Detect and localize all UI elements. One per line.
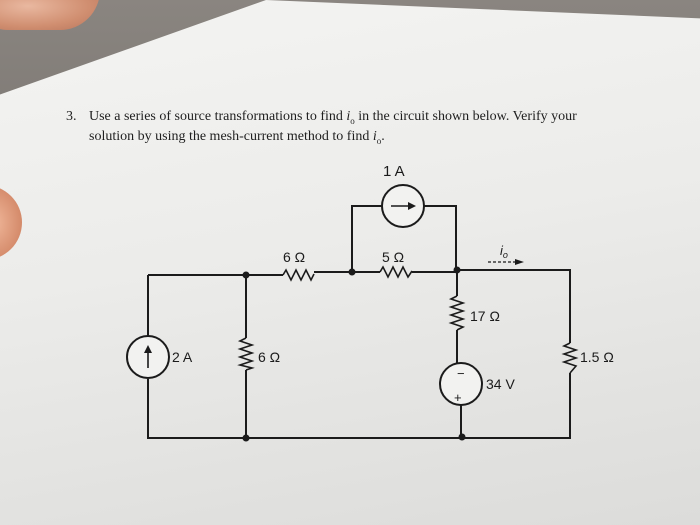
voltage-plus-sign: + <box>454 390 462 405</box>
label-1p5ohm: 1.5 Ω <box>580 349 614 365</box>
resistor-6ohm-top <box>282 268 315 282</box>
label-1a: 1 A <box>383 163 405 180</box>
voltage-source-34v: − + <box>439 362 483 406</box>
label-5ohm: 5 Ω <box>382 249 404 265</box>
label-io: io <box>500 243 508 260</box>
label-34v: 34 V <box>486 376 515 392</box>
label-6ohm-vertical: 6 Ω <box>258 349 280 365</box>
problem-line1-sub: o <box>350 115 355 126</box>
problem-line1-var: i <box>346 109 351 124</box>
wire-1a-left <box>351 205 382 272</box>
finger-left <box>0 185 22 260</box>
problem-line2-var: i <box>372 129 377 144</box>
problem-line1-end: in the circuit shown below. Verify your <box>358 109 577 124</box>
current-source-2a <box>126 335 170 379</box>
current-arrow-io <box>488 259 524 265</box>
current-source-1a <box>381 184 425 228</box>
node-dot <box>242 271 250 279</box>
node-dot <box>348 268 356 276</box>
label-2a: 2 A <box>172 349 193 365</box>
voltage-minus-sign: − <box>457 366 465 381</box>
wire-bottom-right <box>462 373 571 439</box>
problem-line2-sub: o <box>376 135 382 146</box>
problem-text-line-1: Use a series of source transformations t… <box>89 109 577 126</box>
problem-line1-start: Use a series of source transformations t… <box>89 109 343 124</box>
wire-left-bottom <box>147 379 462 439</box>
problem-number: 3. <box>66 109 77 124</box>
resistor-5ohm <box>379 265 413 279</box>
problem-text-line-2: solution by using the mesh-current metho… <box>89 129 385 146</box>
node-dot <box>453 266 461 274</box>
node-dot <box>458 433 466 441</box>
wire-right-top <box>458 269 571 343</box>
resistor-1p5ohm <box>561 342 579 374</box>
problem-line2-end: . <box>381 129 385 144</box>
label-6ohm-top: 6 Ω <box>283 249 305 265</box>
wire-1a-right <box>424 205 457 270</box>
problem-line2-start: solution by using the mesh-current metho… <box>89 129 370 144</box>
resistor-17ohm <box>448 295 466 331</box>
resistor-6ohm-vertical <box>237 337 255 371</box>
node-dot <box>242 434 250 442</box>
label-17ohm: 17 Ω <box>470 308 500 324</box>
